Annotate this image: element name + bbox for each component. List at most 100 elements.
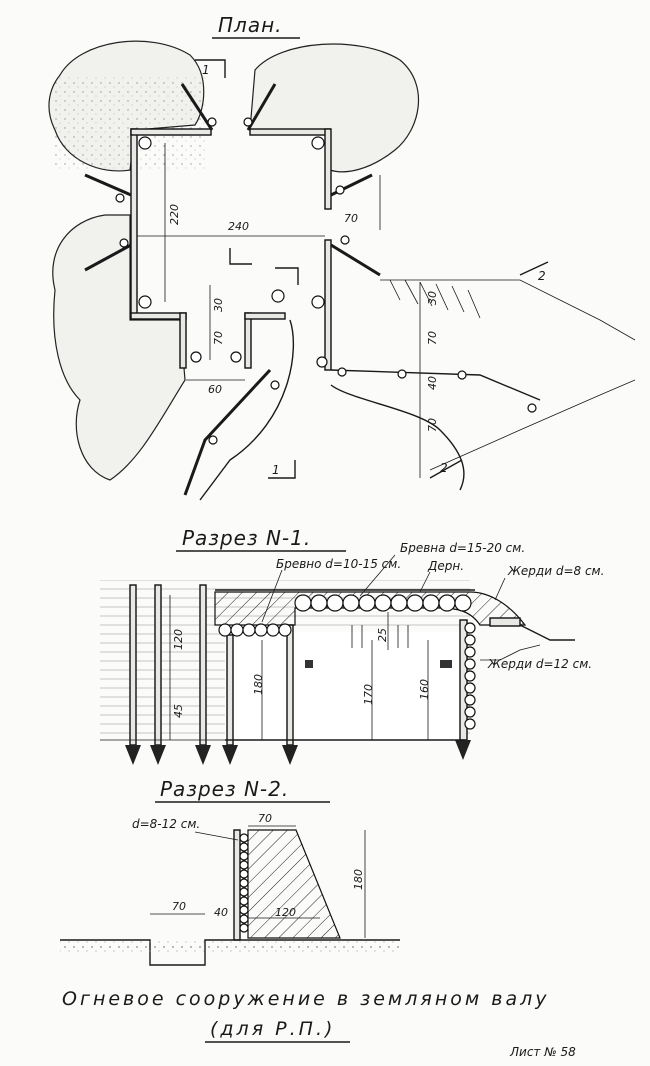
label-diameter: d=8-12 см. [132,817,200,831]
stake-points [125,740,471,765]
section-1-title: Разрез N-1. [182,526,311,550]
roof-log-row-upper [294,594,472,612]
trench-edge-lower [330,384,465,491]
plan-post [316,356,328,368]
dim-trench-30: 30 [426,291,439,305]
label-turf: Дерн. [427,559,464,573]
plan-passage-left [179,312,187,369]
plan-wall-right-lower [324,239,332,371]
label-log-small: Бревно d=10-15 см. [276,557,401,571]
section-post [154,584,162,746]
plan-post [138,295,152,309]
label-logs-top: Бревна d=15-20 см. [400,541,525,555]
plan-post [230,351,242,363]
section-mark-1-top [195,59,226,78]
dim-trench-70b: 70 [426,418,439,432]
section-post [129,584,137,746]
plan-post [335,185,345,195]
trench-exit-right [199,319,295,501]
plan-post [115,193,125,203]
earth-mound-top-right [249,43,420,173]
earth-mound-left [52,214,186,481]
interior-brackets [351,625,409,648]
rampart-fill [247,829,341,939]
plan-wall-left [130,128,138,320]
dim-s1: 25 [376,628,389,642]
leader-line [261,569,283,623]
section-mark-label: 1 [202,63,210,77]
plan-post [311,295,325,309]
plan-post [190,351,202,363]
outer-slope [480,644,541,661]
plan-inner-mark [229,248,252,265]
dim-ditch: 70 [172,900,186,913]
section-mark-label: 2 [538,269,546,283]
dim-base: 120 [275,906,296,919]
dim-passage: 60 [208,383,222,396]
mound-texture [55,75,205,170]
interior-block [440,660,452,668]
plan-post [311,136,325,150]
plan-post [138,136,152,150]
section-post [286,624,294,746]
plan-passage-top [244,312,286,320]
label-poles-side: Жерди d=12 см. [487,657,592,671]
ground-profile [60,939,400,966]
dim-s1: 45 [172,704,185,718]
sheet-number: Лист № 58 [509,1045,576,1059]
leader-line [494,577,506,601]
porthole-poles [489,617,521,627]
plan-post [271,289,285,303]
dim-s1: 180 [252,674,265,695]
section-mark-2-bottom [429,459,463,479]
plan-wall-top-right [249,128,331,136]
slope-hatch [389,279,481,319]
embrasure-board-w1 [84,173,132,197]
plan-post [337,367,347,377]
dim-width: 240 [228,220,249,233]
plan-post [397,369,407,379]
slope-line [380,279,636,341]
footer: Огневое сооружение в земляном валу (для … [62,988,576,1059]
embrasure-board-nw [180,83,214,131]
ground-texture [60,941,400,955]
dim-porthole: 70 [344,212,358,225]
dim-top: 70 [258,812,272,825]
dim-s1: 160 [418,679,431,700]
leader-line [194,831,239,841]
drawing-subtitle: (для Р.П.) [210,1018,335,1040]
interior-block [305,660,313,668]
plan-view: План. [48,13,636,501]
leader-line [359,554,396,597]
trench-exit-board [183,368,272,496]
section-mark-label: 2 [440,461,448,475]
section-2-title: Разрез N-2. [160,777,289,801]
plan-post [270,380,280,390]
plan-title: План. [218,13,283,37]
plan-post [457,370,467,380]
plan-post [208,435,218,445]
section-mark-1-bottom [268,460,296,479]
plan-wall-right-upper [324,128,332,210]
plan-passage-right [244,312,252,369]
plan-post [207,117,217,127]
plan-wall-top-left [130,128,212,136]
plan-post [340,235,350,245]
dim-step-70: 70 [212,331,225,345]
label-poles-top: Жерди d=8 см. [507,564,604,578]
section-post [226,634,234,746]
plan-post [243,117,253,127]
leader-line [419,571,431,593]
section-mark-2-top [519,261,549,276]
section-2-view: Разрез N-2. d=8-12 см. 70 180 70 40 120 [60,777,400,966]
dim-step-30: 30 [212,298,225,312]
dim-gap: 40 [214,906,228,919]
plan-post [527,403,537,413]
section-mark-label: 1 [272,463,280,477]
dim-height: 180 [352,869,365,890]
dim-trench-40: 40 [426,376,439,390]
side-pole-stack [464,622,476,730]
dim-s1: 170 [362,684,375,705]
